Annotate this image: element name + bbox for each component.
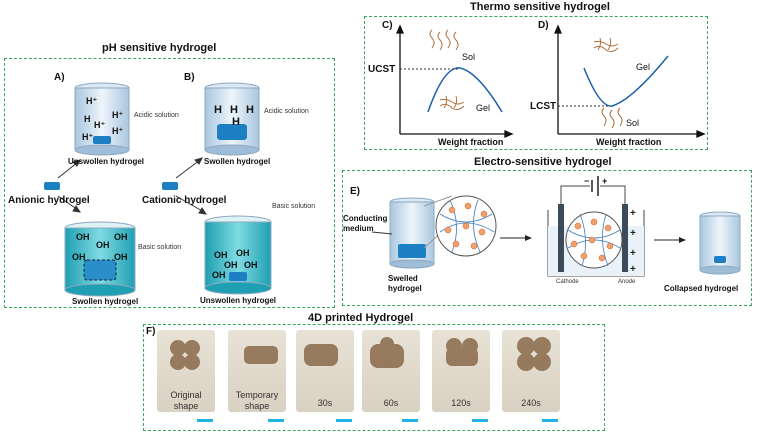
gel-label-d: Gel (636, 62, 651, 72)
electro-panel (342, 170, 752, 306)
unswollen-bottom-label: Unswollen hydrogel (200, 296, 277, 305)
anode-label: Anode (618, 279, 636, 285)
scale-bar (542, 419, 558, 422)
thermo-panel (364, 16, 708, 150)
acidic-label-b: Acidic solution (264, 108, 309, 115)
photo-caption: 240s (521, 398, 541, 408)
h-ion: H (232, 116, 240, 128)
oh-ion: OH (114, 252, 128, 262)
oh-ion: OH (224, 260, 238, 270)
cationic-gel-disc (162, 182, 178, 190)
ph-title: pH sensitive hydrogel (102, 42, 217, 54)
sol-label-d: Sol (626, 118, 640, 128)
gel-unswollen-basic (229, 272, 247, 281)
svg-text:+: + (630, 208, 636, 219)
basic-label-a: Basic solution (138, 244, 182, 251)
thermo-plots (396, 24, 706, 138)
photo-caption: 30s (317, 398, 333, 408)
label-a: A) (54, 72, 65, 83)
lcst-label: LCST (530, 101, 557, 112)
label-c: C) (382, 20, 393, 31)
oh-ion: OH (96, 240, 110, 250)
ucst-curve (427, 67, 503, 113)
oh-ion: OH (114, 232, 128, 242)
photo-tile (296, 330, 354, 412)
scale-bar (472, 419, 488, 422)
polymer-chains (429, 29, 623, 129)
ph-arrows (57, 157, 208, 215)
anionic-label: Anionic hydrogel (8, 195, 90, 206)
oh-ion: OH (72, 252, 86, 262)
collapsed-label: Collapsed hydrogel (664, 284, 739, 293)
swollen-top-label: Swollen hydrogel (204, 157, 271, 166)
scale-bar (268, 419, 284, 422)
h-ion: H⁺ (112, 110, 124, 120)
electro-diagram: + + + + (371, 176, 741, 277)
beaker-basic-anionic (64, 221, 136, 297)
gel-swollen-basic (83, 259, 117, 281)
oh-ion: OH (244, 260, 258, 270)
scale-bar (336, 419, 352, 422)
cathode (558, 204, 564, 272)
cathode-label: Cathode (556, 279, 579, 285)
svg-text:+: + (630, 248, 636, 259)
thermo-title: Thermo sensitive hydrogel (470, 1, 610, 13)
print4d-title: 4D printed Hydrogel (308, 312, 414, 324)
gel-label-c: Gel (476, 103, 491, 113)
beaker-b (204, 82, 260, 156)
ucst-label: UCST (368, 64, 396, 75)
photo-caption: Original shape (170, 390, 202, 411)
sol-label-c: Sol (462, 52, 476, 62)
h-ion: H⁺ (82, 132, 94, 142)
beaker-basic-cationic (204, 215, 272, 295)
label-b: B) (184, 72, 195, 83)
label-f: F) (146, 326, 156, 337)
anode (622, 204, 628, 272)
oh-ion: OH (214, 250, 228, 260)
unswollen-top-label: Unswollen hydrogel (68, 157, 145, 166)
oh-ion: OH (212, 270, 226, 280)
svg-text:+: + (630, 228, 636, 239)
acidic-label-a: Acidic solution (134, 112, 179, 119)
battery-minus: − (584, 176, 590, 186)
battery-plus: + (602, 176, 608, 186)
swelled-label: Swelled hydrogel (388, 274, 422, 293)
svg-text:+: + (630, 264, 636, 275)
electro-title: Electro-sensitive hydrogel (474, 156, 612, 168)
ph-beakers (44, 82, 272, 297)
h-ion: H (84, 114, 91, 124)
gel-b (217, 124, 247, 140)
photo-caption: 120s (451, 398, 471, 408)
h-ion: H (230, 104, 238, 116)
basic-label-b: Basic solution (272, 203, 316, 210)
anionic-gel-disc (44, 182, 60, 190)
beaker-a (74, 82, 130, 156)
gel-a (93, 136, 111, 144)
lcst-curve (583, 55, 669, 107)
photo-tile (228, 330, 286, 412)
h-ion: H⁺ (86, 96, 98, 106)
collapsed-gel (714, 256, 726, 263)
h-ion: H⁺ (94, 120, 106, 130)
conducting-label: Conducting medium (343, 214, 388, 233)
label-d: D) (538, 20, 549, 31)
h-ion: H⁺ (112, 126, 124, 136)
oh-ion: OH (76, 232, 90, 242)
cationic-label: Cationic hydrogel (142, 195, 227, 206)
xlabel-c: Weight fraction (438, 137, 504, 147)
photo-caption: 60s (383, 398, 399, 408)
xlabel-d: Weight fraction (596, 137, 662, 147)
oh-ion: OH (236, 248, 250, 258)
scale-bar (402, 419, 418, 422)
label-e: E) (350, 186, 360, 197)
print4d-panel (143, 324, 605, 431)
h-ion: H (246, 104, 254, 116)
photo-caption: Temporary shape (235, 390, 279, 411)
scale-bar (197, 419, 213, 422)
ph-panel (4, 58, 335, 308)
h-ion: H (214, 104, 222, 116)
swollen-bottom-label: Swollen hydrogel (72, 297, 139, 306)
swelled-gel (398, 244, 426, 258)
